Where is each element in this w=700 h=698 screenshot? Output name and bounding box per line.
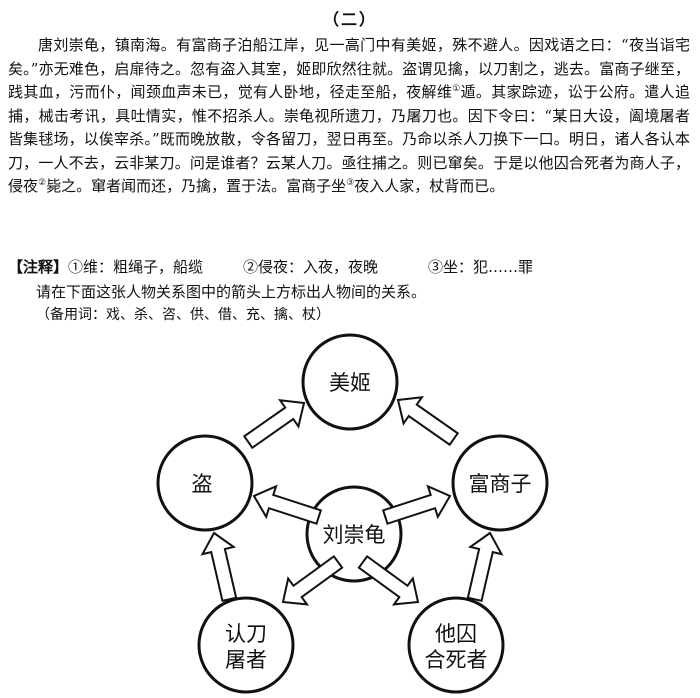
passage-part-3: 毙之。窜者闻而还，乃擒，置于法。富商子坐 [46, 177, 347, 195]
node-meiji-label: 美姬 [329, 371, 371, 395]
node-qiu-label-line1: 他囚 [435, 622, 477, 646]
word-bank: （备用词：戏、杀、咨、供、借、充、擒、杖） [36, 307, 330, 323]
footnote-marker-2: ② [38, 178, 47, 188]
arrow-tuzhe-to-dao [197, 528, 246, 604]
arrow-fushang-to-meiji [387, 385, 464, 454]
node-dao-label: 盗 [192, 472, 213, 496]
node-meiji-circle [301, 333, 399, 431]
passage-part-4: 夜入人家，杖背而已。 [354, 177, 505, 195]
passage-part-2: 遁。其家踪迹，讼于公府。遣人追捕，械击考讯，具吐情实，惟不招杀人。崇龟视所遗刀，… [8, 83, 690, 195]
footnote-marker-3: ③ [346, 178, 355, 188]
node-qiu-circle [407, 596, 505, 694]
note-3: ③坐：犯……罪 [428, 258, 534, 276]
node-tuzhe-label-line1: 认刀 [225, 622, 267, 646]
node-dao-circle [156, 434, 254, 532]
arrow-dao-to-meiji [238, 388, 315, 457]
node-center-circle [305, 485, 403, 583]
node-center-label: 刘崇龟 [323, 523, 386, 547]
passage-text: 唐刘崇龟，镇南海。有富商子泊船江岸，见一高门中有美姬，殊不避人。因戏语之曰：“夜… [8, 34, 690, 199]
note-2: ②侵夜：入夜，夜晚 [243, 258, 379, 276]
annotation-notes: 【注释】①维：粗绳子，船缆 ②侵夜：入夜，夜晚 ③坐：犯……罪 [8, 256, 698, 278]
node-tuzhe-label-line2: 屠者 [225, 648, 267, 672]
footnote-marker-1: ① [452, 84, 461, 94]
question-instruction: 请在下面这张人物关系图中的箭头上方标出人物间的关系。 [36, 283, 427, 301]
arrow-center-to-tuzhe [272, 548, 349, 616]
relationship-diagram: 美姬 盗 富商子 刘崇龟 认刀 屠者 他囚 合死者 [156, 333, 549, 694]
node-qiu-label-line2: 合死者 [425, 648, 488, 672]
node-fushang-circle [451, 434, 549, 532]
node-tuzhe-circle [197, 596, 295, 694]
notes-label: 【注释】 [8, 258, 69, 276]
node-fushang-label: 富商子 [469, 472, 532, 496]
passage-part-1: 唐刘崇龟，镇南海。有富商子泊船江岸，见一高门中有美姬，殊不避人。因戏语之曰：“夜… [8, 36, 690, 101]
arrow-qiu-to-fushang [458, 528, 507, 604]
section-title: （二） [322, 10, 377, 29]
note-1: ①维：粗绳子，船缆 [68, 258, 204, 276]
